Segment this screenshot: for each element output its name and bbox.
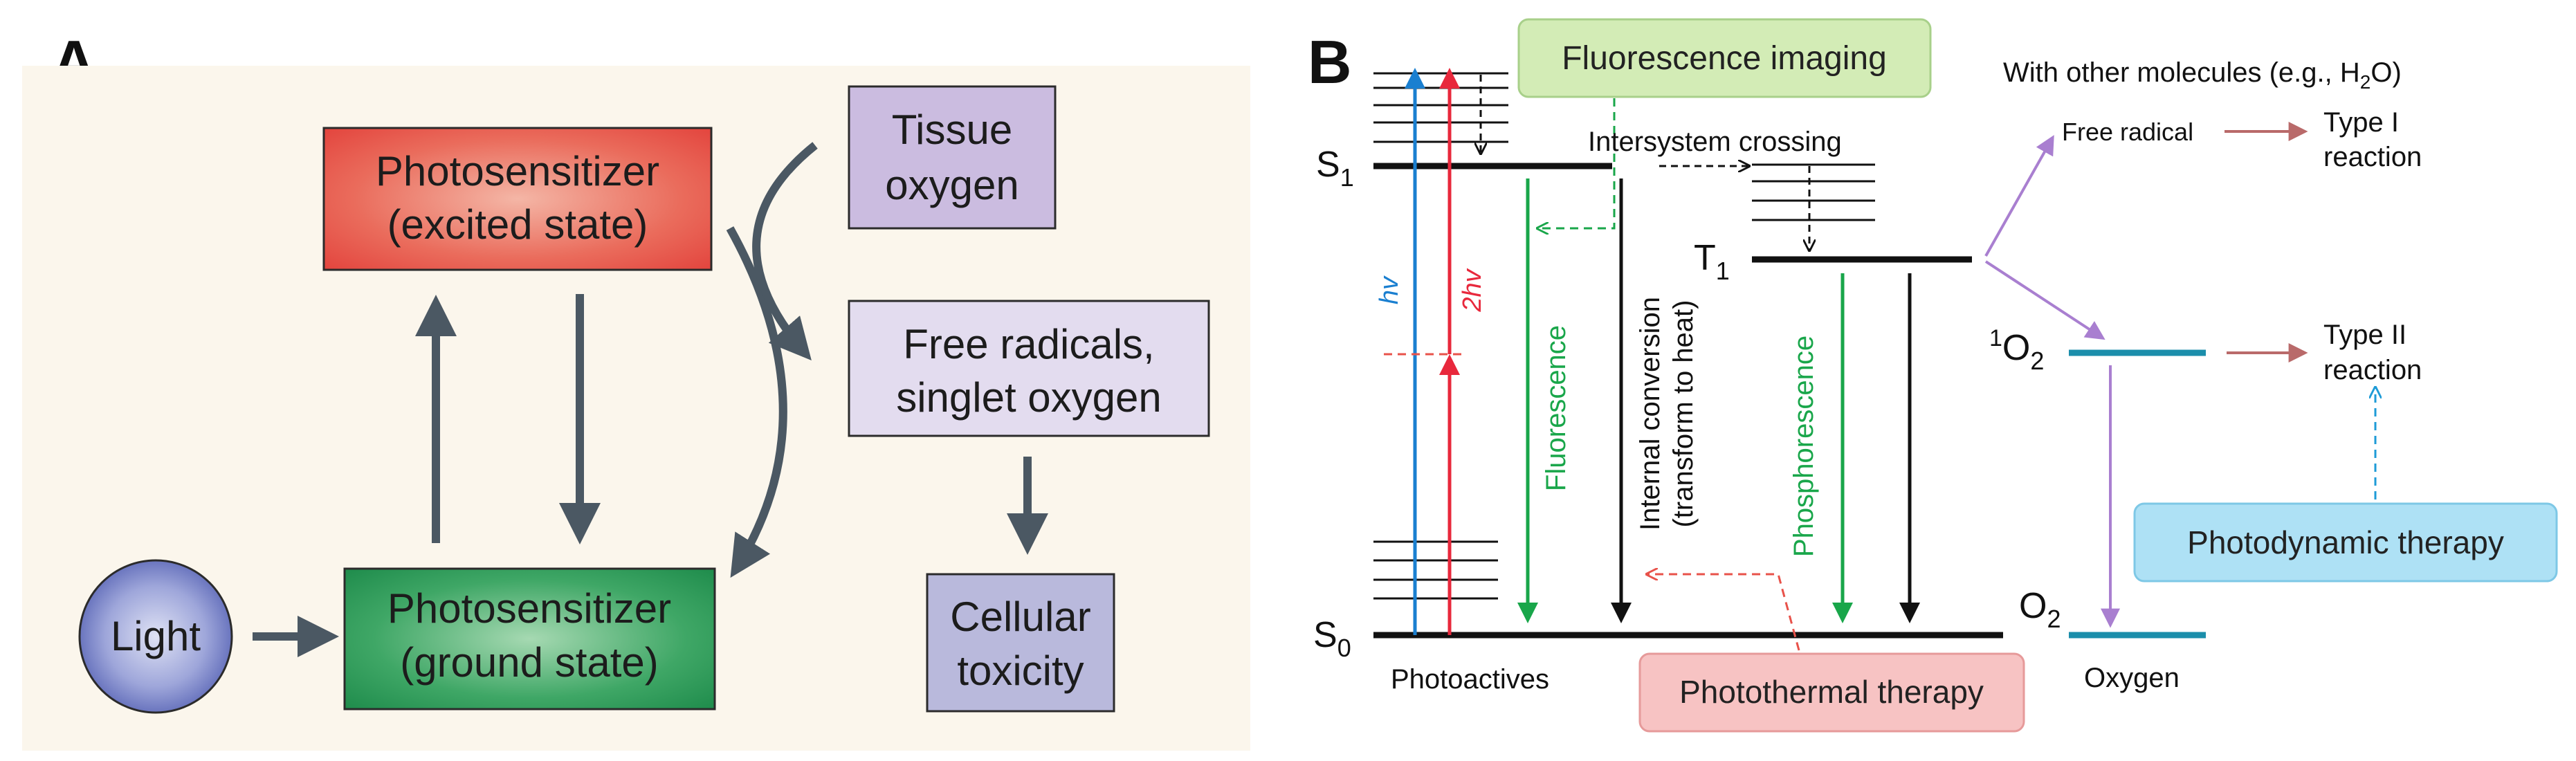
free-radicals-box [848,300,1210,437]
type1-label-line1: Type I [2323,107,2399,138]
photoactives-label: Photoactives [1391,664,1549,695]
photothermal-therapy-callout: Photothermal therapy [1638,652,2025,733]
excited-state-node: Photosensitizer (excited state) [322,127,713,271]
cellular-toxicity-label-line2: toxicity [957,648,1084,694]
oxygen-ground-label: O2 [2019,586,2061,633]
light-circle [78,559,233,714]
cellular-toxicity-box [926,573,1115,713]
phosphorescence-label: Phosphorescence [1789,336,1819,557]
photothermal-therapy-box [1638,652,2025,733]
free-radicals-node: Free radicals, singlet oxygen [848,300,1210,437]
free-radicals-label-line1: Free radicals, [903,321,1154,367]
tissue-oxygen-box [848,85,1057,230]
ground-state-label-line2: (ground state) [400,639,659,686]
free-radical-label: Free radical [2062,118,2193,146]
fluorescence-imaging-label: Fluorescence imaging [1562,40,1887,77]
panel-a: A Photosensitizer (excited state) Tissue… [22,28,1250,751]
internal-conversion-label-line1: Internal conversion [1635,297,1665,531]
oxygen-label: Oxygen [2084,663,2180,693]
light-label: Light [111,613,201,659]
photothermal-therapy-label: Photothermal therapy [1679,674,1984,710]
t1-label: T1 [1694,238,1730,285]
photodynamic-therapy-box [2133,502,2558,583]
panel-b-letter: B [1308,28,1352,96]
tissue-oxygen-label-line1: Tissue [892,107,1013,153]
singlet-oxygen-label: 1O2 [1989,325,2044,375]
tissue-oxygen-node: Tissue oxygen [848,85,1057,230]
panel-b: B Fluorescence imaging S1 S0 [1308,18,2558,733]
internal-conversion-label-line2: (transform to heat) [1668,300,1699,527]
other-molecules-label: With other molecules (e.g., H2O) [2003,57,2402,93]
ground-state-label-line1: Photosensitizer [387,585,671,632]
s0-label: S0 [1313,615,1351,662]
type2-label-line2: reaction [2323,355,2422,385]
fluorescence-label: Fluorescence [1541,325,1571,491]
type2-label-line1: Type II [2323,320,2406,350]
ground-state-node: Photosensitizer (ground state) [343,567,716,710]
light-node: Light [78,559,233,714]
arrow-oxygen-to-radicals [752,142,818,361]
photodynamic-therapy-label: Photodynamic therapy [2187,524,2504,560]
arrow-t1-to-singlet-oxygen [1984,260,2105,340]
cellular-toxicity-label-line1: Cellular [950,594,1090,640]
two-hv-label: 2hv [1458,268,1487,312]
cellular-toxicity-node: Cellular toxicity [926,573,1115,713]
arrow-photothermal-link [1647,574,1800,651]
s0-levels [1373,540,2003,639]
excited-state-box [322,127,713,271]
excited-state-label-line1: Photosensitizer [376,148,659,194]
fluorescence-imaging-box [1517,18,1932,98]
ground-state-box [343,567,716,710]
panel-a-arrows [253,142,1048,657]
fluorescence-imaging-callout: Fluorescence imaging [1517,18,1932,98]
excited-state-label-line2: (excited state) [387,201,648,248]
t1-levels [1752,163,1972,263]
intersystem-crossing-label: Intersystem crossing [1588,127,1842,157]
free-radicals-label-line2: singlet oxygen [896,374,1162,421]
photodynamic-therapy-callout: Photodynamic therapy [2133,502,2558,583]
arrow-t1-to-free-radical [1984,135,2054,257]
s1-label: S1 [1316,145,1354,192]
type1-label-line2: reaction [2323,142,2422,172]
hv-label: hv [1375,275,1404,304]
arrow-fluorescence-imaging-link [1537,98,1616,228]
tissue-oxygen-label-line2: oxygen [885,162,1018,208]
arrow-excited-curve-to-ground [726,226,787,578]
